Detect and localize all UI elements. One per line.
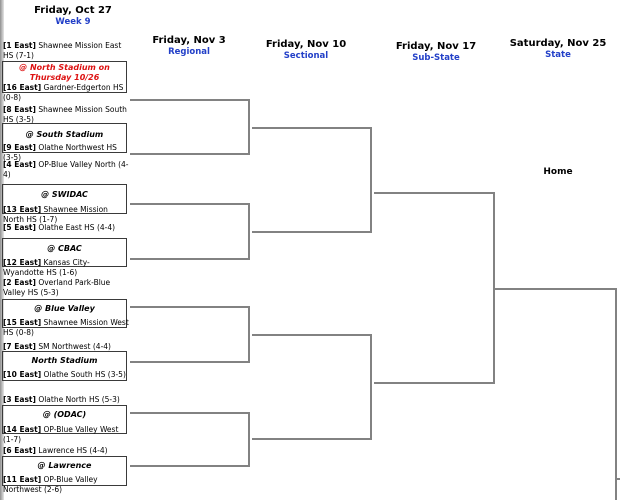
column-round-label: State bbox=[545, 50, 571, 60]
team-16-east: [16 East] Gardner-Edgerton HS (0-8) bbox=[3, 83, 124, 102]
regional-bracket-3 bbox=[130, 306, 250, 363]
sectional-bracket-2 bbox=[252, 334, 372, 440]
venue-game-1: @ North Stadium on Thursday 10/26 bbox=[19, 63, 110, 82]
column-date: Saturday, Nov 25 bbox=[509, 38, 607, 49]
column-header-state: Saturday, Nov 25 State bbox=[493, 38, 620, 60]
column-header-regional: Friday, Nov 3 Regional bbox=[124, 35, 254, 57]
venue-game-2: @ South Stadium bbox=[25, 130, 104, 139]
team-13-east: [13 East] Shawnee Mission North HS (1-7) bbox=[3, 205, 108, 224]
game-1-box bbox=[2, 61, 127, 93]
team-15-east: [15 East] Shawnee Mission West HS (0-8) bbox=[3, 318, 129, 337]
team-1-east: [1 East] Shawnee Mission East HS (7-1) bbox=[3, 41, 122, 60]
game-6-box bbox=[2, 351, 127, 381]
venue-game-5: @ Blue Valley bbox=[34, 304, 95, 313]
substate-bracket bbox=[374, 192, 495, 384]
regional-bracket-2 bbox=[130, 203, 250, 260]
sectional-bracket-1 bbox=[252, 127, 372, 233]
column-round-label: Week 9 bbox=[55, 17, 91, 27]
state-winner-line bbox=[495, 288, 616, 290]
game-5-box bbox=[2, 299, 127, 328]
column-date: Friday, Nov 10 bbox=[265, 39, 347, 50]
game-2-box bbox=[2, 123, 127, 153]
game-4-box bbox=[2, 238, 127, 267]
column-header-sectional: Friday, Nov 10 Sectional bbox=[241, 39, 371, 61]
game-3-box bbox=[2, 184, 127, 214]
column-round-label: Regional bbox=[168, 47, 210, 57]
team-3-east: [3 East] Olathe North HS (5-3) bbox=[3, 395, 120, 404]
column-round-label: Sectional bbox=[283, 51, 329, 61]
regional-bracket-4 bbox=[130, 412, 250, 467]
team-2-east: [2 East] Overland Park-Blue Valley HS (5… bbox=[3, 278, 111, 297]
team-12-east: [12 East] Kansas City-Wyandotte HS (1-6) bbox=[3, 258, 90, 277]
venue-game-6: North Stadium bbox=[31, 356, 98, 365]
column-date: Friday, Nov 17 bbox=[395, 41, 477, 52]
column-header-substate: Friday, Nov 17 Sub-State bbox=[371, 41, 501, 63]
regional-bracket-1 bbox=[130, 99, 250, 155]
game-7-box bbox=[2, 405, 127, 434]
team-11-east: [11 East] OP-Blue Valley Northwest (2-6) bbox=[3, 475, 98, 494]
team-5-east: [5 East] Olathe East HS (4-4) bbox=[3, 223, 116, 232]
column-date: Friday, Nov 3 bbox=[152, 35, 226, 46]
venue-game-7: @ (ODAC) bbox=[42, 410, 87, 419]
state-west-feeder-stub bbox=[617, 478, 620, 480]
team-6-east: [6 East] Lawrence HS (4-4) bbox=[3, 446, 108, 455]
game-8-box bbox=[2, 456, 127, 486]
team-9-east: [9 East] Olathe Northwest HS (3-5) bbox=[3, 143, 117, 162]
state-connector-line bbox=[615, 288, 617, 500]
column-round-label: Sub-State bbox=[412, 53, 460, 63]
team-8-east: [8 East] Shawnee Mission South HS (3-5) bbox=[3, 105, 127, 124]
team-14-east: [14 East] OP-Blue Valley West (1-7) bbox=[3, 425, 119, 444]
column-header-week9: Friday, Oct 27 Week 9 bbox=[8, 5, 138, 27]
team-10-east: [10 East] Olathe South HS (3-5) bbox=[3, 370, 126, 379]
home-label: Home bbox=[543, 167, 573, 177]
venue-game-3: @ SWIDAC bbox=[41, 190, 88, 199]
team-7-east: [7 East] SM Northwest (4-4) bbox=[3, 342, 111, 351]
venue-game-4: @ CBAC bbox=[47, 244, 82, 253]
column-date: Friday, Oct 27 bbox=[34, 5, 112, 16]
venue-game-8: @ Lawrence bbox=[37, 461, 92, 470]
team-4-east: [4 East] OP-Blue Valley North (4-4) bbox=[3, 160, 129, 179]
